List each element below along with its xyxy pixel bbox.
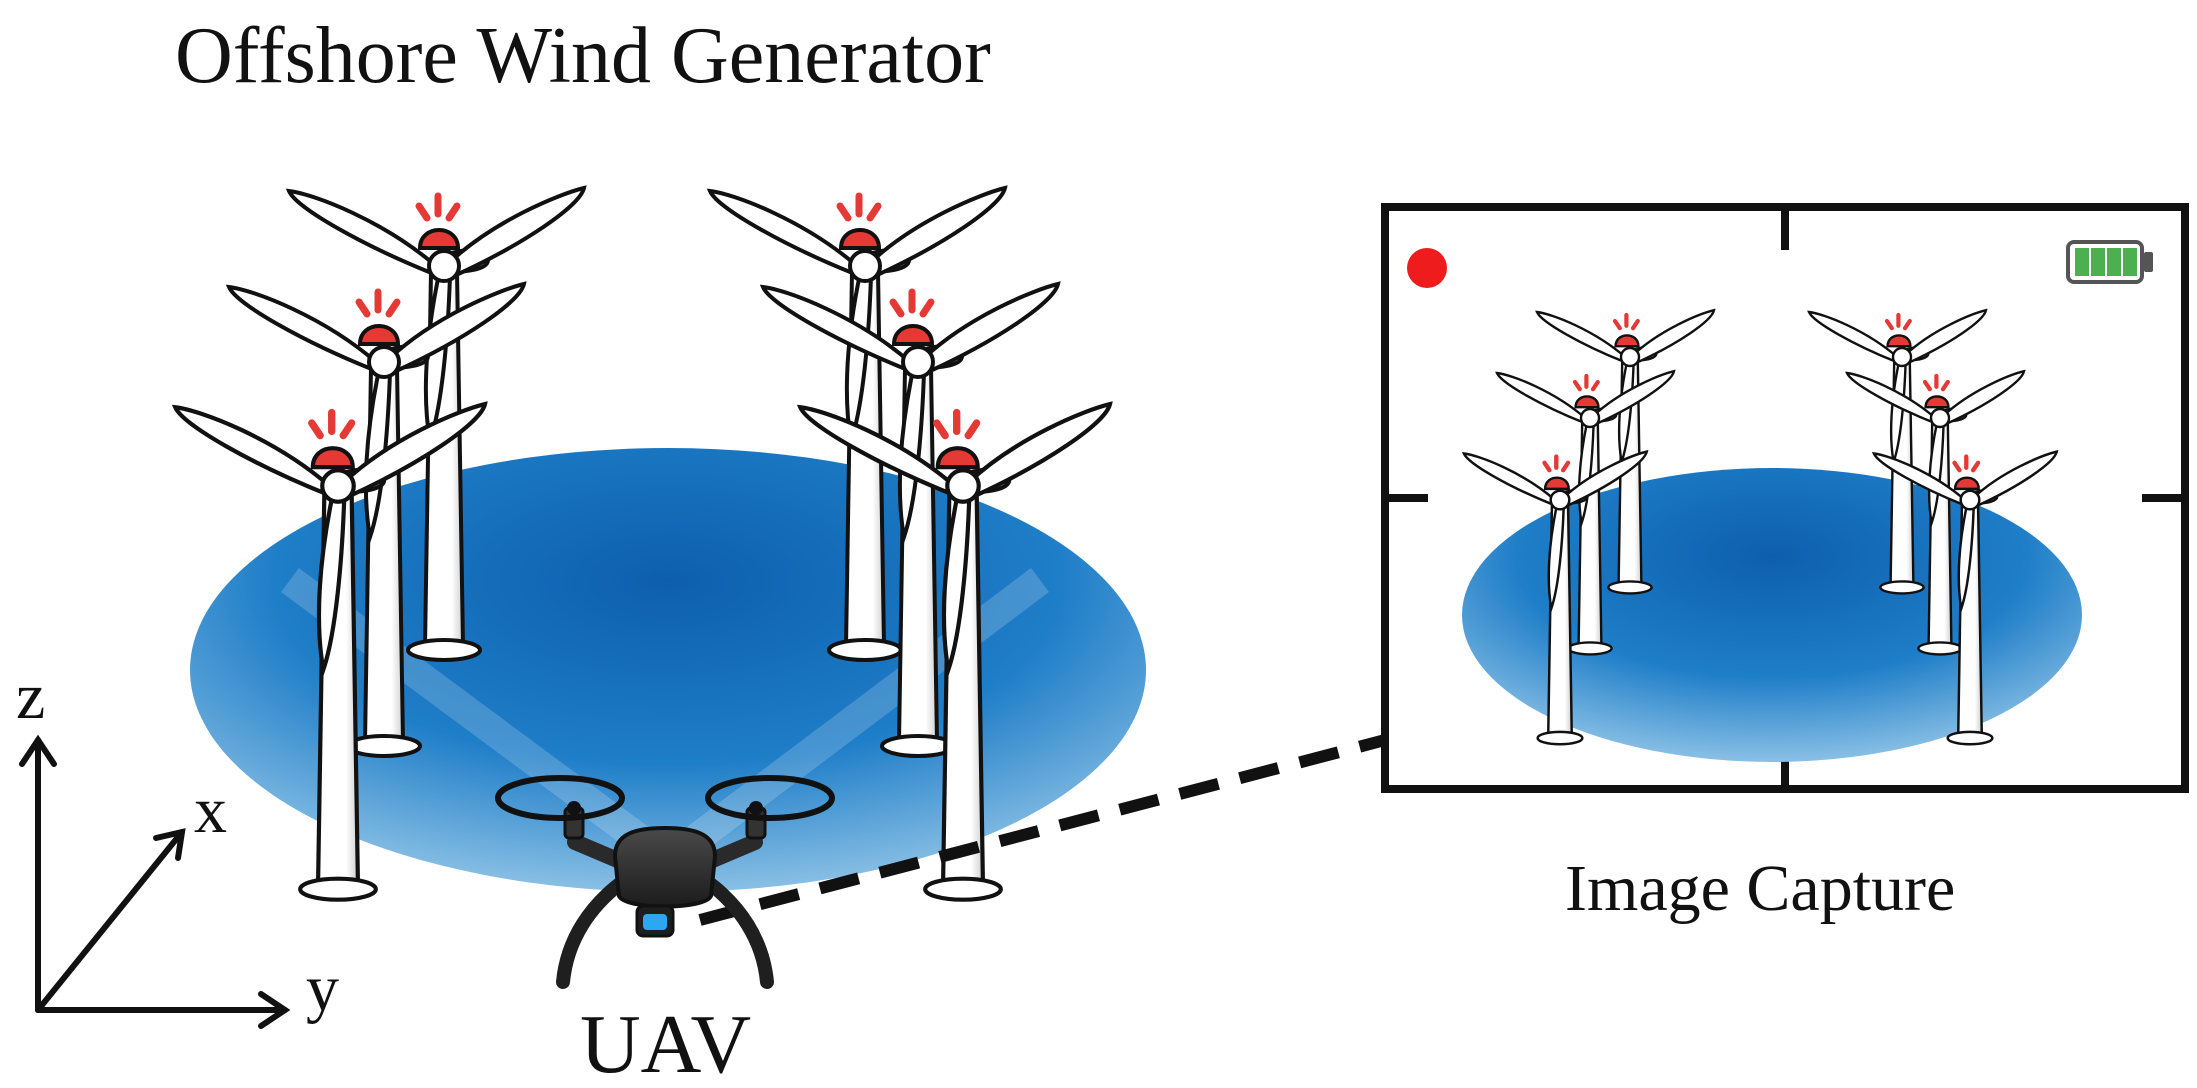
axis-x-label: x	[194, 774, 227, 847]
uav-label: UAV	[580, 998, 751, 1088]
coordinate-axes	[19, 734, 291, 1029]
battery-full-icon	[2066, 240, 2153, 284]
capture-link-line	[698, 734, 1387, 926]
captured-scene	[1462, 310, 2082, 762]
axis-z-label: z	[16, 660, 45, 733]
record-dot-icon	[1407, 248, 1447, 288]
quadcopter-drone-icon	[495, 775, 835, 989]
image-capture-frame	[1381, 203, 2189, 793]
axis-y-label: y	[306, 952, 339, 1025]
diagram-title: Offshore Wind Generator	[175, 12, 991, 100]
image-capture-label: Image Capture	[1565, 852, 1955, 925]
